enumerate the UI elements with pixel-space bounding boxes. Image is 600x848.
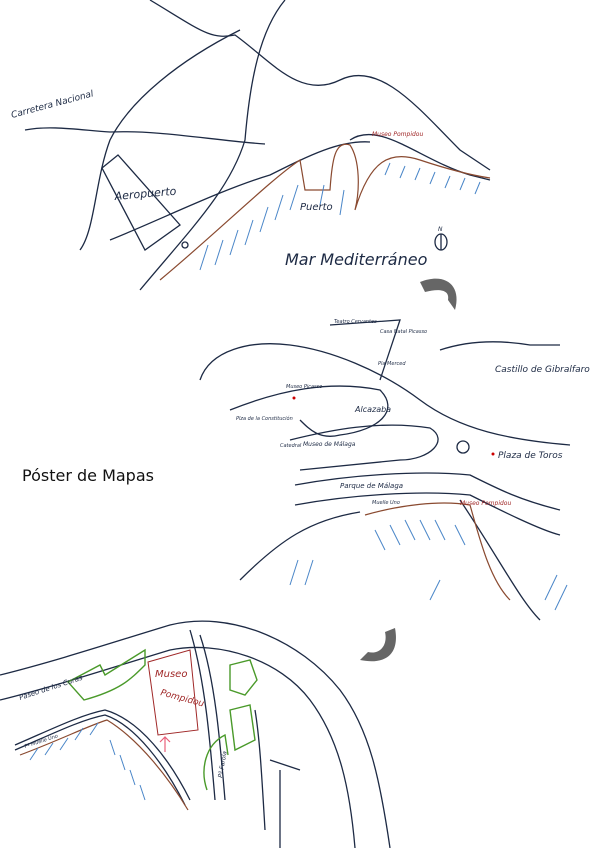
label-casa-natal-picasso: Casa Natal Picasso bbox=[380, 329, 427, 335]
curved-arrow-icon bbox=[420, 278, 457, 310]
label-aeropuerto: Aeropuerto bbox=[113, 185, 177, 203]
label-teatro-cervantes: Teatro Cervantes bbox=[334, 319, 377, 325]
location-arrow-icon bbox=[159, 736, 171, 752]
label-mar-mediterraneo: Mar Mediterráneo bbox=[285, 250, 428, 269]
label-parque-malaga: Parque de Málaga bbox=[340, 482, 403, 490]
map-overview: Carretera Nacional Aeropuerto Puerto Mus… bbox=[10, 0, 491, 291]
poster-title: Póster de Mapas bbox=[22, 466, 154, 485]
label-museo-pompidou-1: Museo Pompidou bbox=[372, 131, 423, 138]
label-alcazaba: Alcazaba bbox=[354, 405, 391, 414]
map-museum-detail: Paseo de los Curas Pº Muelle Uno Pº Faro… bbox=[0, 620, 391, 848]
svg-text:N: N bbox=[438, 226, 443, 233]
label-carretera-nacional: Carretera Nacional bbox=[10, 89, 95, 121]
label-paseo-farola: Pº Farola bbox=[217, 750, 229, 778]
label-plaza-merced: Pla Merced bbox=[378, 361, 406, 367]
compass-north-icon: N bbox=[434, 226, 448, 251]
label-plaza-toros: Plaza de Toros bbox=[498, 451, 563, 461]
label-museo-picasso: Museo Picasso bbox=[286, 384, 322, 390]
label-muelle-uno: Muelle Uno bbox=[372, 500, 400, 506]
label-puerto: Puerto bbox=[300, 202, 333, 213]
curved-arrow-icon bbox=[360, 628, 396, 662]
label-museo: Museo bbox=[155, 669, 187, 680]
sea-hatching bbox=[199, 162, 481, 271]
label-catedral: Catedral bbox=[280, 443, 302, 449]
label-museo-malaga: Museo de Málaga bbox=[303, 441, 356, 448]
label-pompidou: Pompidou bbox=[159, 688, 205, 709]
label-museo-pompidou-2: Museo Pompidou bbox=[460, 500, 511, 507]
label-plaza-constitucion: Plza de la Constitución bbox=[236, 415, 293, 422]
label-castillo-gibralfaro: Castillo de Gibralfaro bbox=[495, 365, 590, 375]
map-city-centre: Teatro Cervantes Casa Natal Picasso Pla … bbox=[199, 319, 590, 621]
